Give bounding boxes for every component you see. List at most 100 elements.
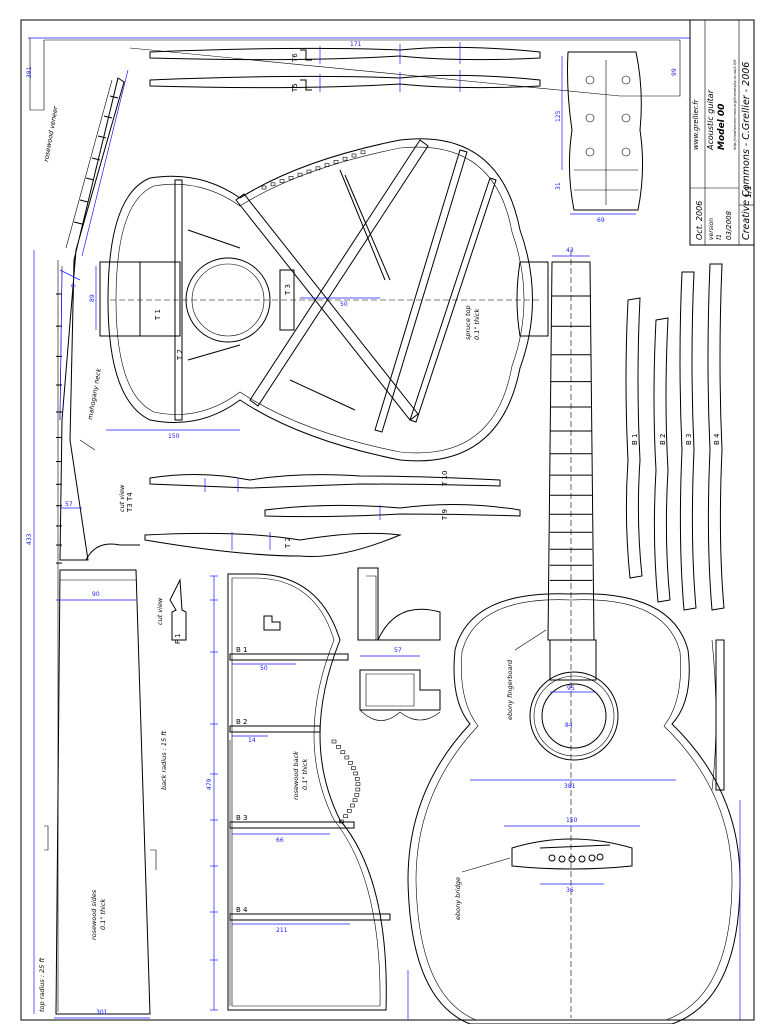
- part-t10: T 10: [441, 471, 449, 487]
- cut-view-parts: T3 T4: [126, 492, 134, 513]
- kerfing-block: [353, 771, 359, 776]
- kerfing-block: [360, 150, 366, 155]
- kerfing-block: [352, 798, 358, 802]
- svg-text:381: 381: [26, 66, 33, 78]
- svg-text:99: 99: [671, 68, 678, 76]
- kerfing-block: [270, 182, 276, 187]
- drawing-border: [20, 19, 755, 1021]
- kerfing-block: [350, 803, 355, 808]
- fingerboard-soundhole-dim: 95: [567, 685, 575, 692]
- bridge-height-dim: 36: [566, 887, 574, 894]
- spruce-top-label-2: 0.1" thick: [473, 309, 481, 340]
- soundhole: [185, 257, 271, 343]
- kerfing-block: [348, 761, 353, 765]
- body-width-dim: 381: [564, 783, 576, 790]
- kerfing-block: [342, 156, 348, 161]
- kerfing-block: [279, 179, 285, 183]
- kerfing-block: [324, 163, 330, 167]
- ebony-bridge-label: ebony bridge: [454, 877, 462, 920]
- neck-length-dim: 433: [26, 533, 33, 545]
- title-license: Creative Commons - C.Grellier - 2006: [741, 62, 752, 240]
- neck-width-dim: 57: [65, 501, 73, 508]
- back-b4-dim: 211: [276, 927, 288, 934]
- kerfing-block: [344, 755, 350, 760]
- back-brace-strips: B 1 B 2 B 3 B 4: [625, 263, 725, 791]
- back-length-dim: 479: [206, 778, 213, 790]
- title-name: Acoustic guitar: [706, 89, 715, 151]
- kerfing-block: [343, 814, 348, 818]
- part-t2-profile: T 2: [284, 537, 292, 549]
- neck-joint-detail: 57: [357, 567, 441, 721]
- back-b2-dim: 14: [248, 737, 256, 744]
- part-t2: T 2: [176, 349, 184, 361]
- kerfing-block: [333, 160, 339, 164]
- svg-text:57: 57: [394, 647, 402, 654]
- part-t3: T 3: [284, 284, 292, 296]
- back-plate: 479 B 1 B 2 B 3 B 4 50 14 66 211 rosewoo…: [206, 573, 391, 1011]
- title-block: www.grellier.fr Acoustic guitar Model 00…: [689, 19, 755, 246]
- top-89-dim: 89: [89, 294, 96, 302]
- rosewood-sides-label-1: rosewood sides: [90, 889, 98, 940]
- neck-top-strip: 171 381 99: [26, 37, 690, 111]
- headstock-width-dim: 69: [597, 217, 605, 224]
- title-revision-date: 03/2008: [725, 210, 733, 240]
- top-50-dim: 50: [340, 301, 348, 308]
- back-b3-dim: 66: [276, 837, 284, 844]
- part-t6: T6: [291, 53, 299, 63]
- cut-view-label: cut view: [118, 484, 126, 512]
- front-view: 43 95 84 381 150 36 ebony fingerboard: [407, 247, 741, 1024]
- kerfing-block: [339, 819, 344, 824]
- sides-bottom-dim: 301: [96, 1009, 108, 1016]
- side-brace-b2: B 2: [659, 434, 667, 445]
- top-width-dim: 150: [168, 433, 180, 440]
- spruce-top-label-1: spruce top: [464, 305, 472, 340]
- part-b3: B 3: [236, 814, 247, 822]
- part-b2: B 2: [236, 718, 247, 726]
- sides-top-dim: 90: [92, 591, 100, 598]
- neck-top-dim: 171: [350, 41, 362, 48]
- kerfing-block: [306, 169, 312, 174]
- headstock-top-view: 69 125 31: [555, 51, 644, 224]
- part-f1: F 1: [174, 633, 182, 644]
- neck-fret-scale: 433: [26, 250, 62, 1014]
- rosewood-back-label-2: 0.1" thick: [301, 759, 309, 790]
- bridge: [511, 838, 633, 870]
- kerfing-block: [331, 739, 337, 744]
- rosewood-veneer-label: rosewood veneer: [42, 104, 60, 162]
- bridge-width-dim: 150: [566, 817, 578, 824]
- rosewood-back-label-1: rosewood back: [292, 751, 300, 800]
- kerfing-block: [354, 777, 360, 781]
- top-radius-label: top radius : 25 ft: [38, 957, 46, 1012]
- kerfing-block: [297, 172, 303, 177]
- back-radius-label: back radius : 15 ft: [160, 730, 168, 790]
- headstock-nut-dim: 31: [555, 182, 562, 190]
- side-brace-b3: B 3: [685, 434, 693, 445]
- ebony-fingerboard-label: ebony fingerboard: [506, 659, 514, 720]
- kerfing-block: [340, 750, 346, 754]
- title-model: Model 00: [717, 104, 727, 150]
- kerfing-block: [355, 782, 361, 786]
- kerfing-block: [288, 176, 294, 180]
- cut-view-f-label: cut view: [156, 597, 164, 625]
- part-t5: T5: [291, 83, 299, 93]
- kerfing-block: [261, 185, 267, 190]
- tail-block: [516, 261, 549, 337]
- title-license-note: http://creativecommons.org/licenses/by-n…: [733, 59, 737, 150]
- side-brace-b1: B 1: [631, 434, 639, 445]
- part-b4: B 4: [236, 906, 248, 914]
- part-t1: T 1: [154, 309, 162, 321]
- mahogany-neck-label: mahogany neck: [86, 368, 103, 421]
- kerfing-block: [315, 166, 321, 171]
- svg-text:84: 84: [565, 722, 573, 729]
- part-t9: T 9: [441, 509, 449, 521]
- kerfing-block: [351, 766, 356, 770]
- headstock-height-dim: 125: [555, 110, 562, 122]
- title-sheet: 1/1: [744, 185, 753, 198]
- back-b1-dim: 50: [260, 665, 268, 672]
- title-date: Oct. 2006: [695, 201, 704, 240]
- brace-profiles: T 10 T 9 T 2 cut view T3 T4: [118, 471, 521, 557]
- kerfing-block: [336, 745, 341, 749]
- kerfing-block: [351, 153, 357, 158]
- side-panel: 90 301 rosewood sides 0.1" thick back ra…: [38, 569, 187, 1019]
